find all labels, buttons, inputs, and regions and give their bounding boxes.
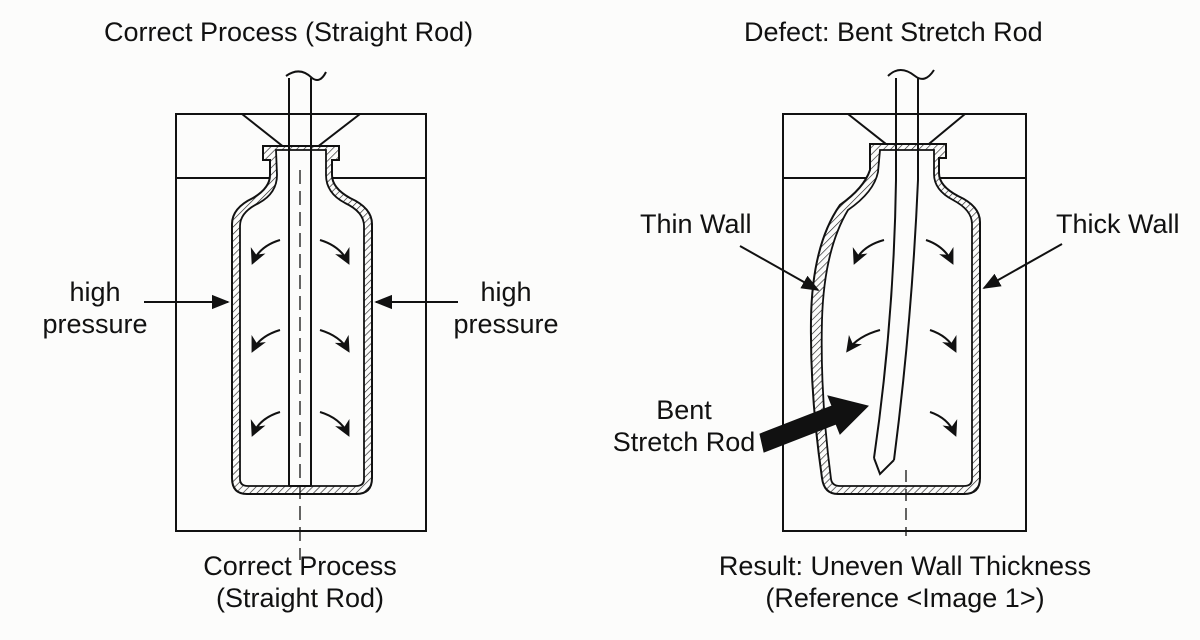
right-caption-line2: (Reference <Image 1>) <box>765 583 1045 614</box>
right-stretch-rod <box>873 69 935 536</box>
right-callout-arrows <box>739 243 1063 291</box>
right-pressure-line1: high <box>480 277 532 307</box>
thick-wall-label: Thick Wall <box>1056 209 1180 239</box>
thin-wall-label: Thin Wall <box>640 209 752 239</box>
left-panel-caption: Correct Process (Straight Rod) <box>180 550 420 615</box>
left-pressure-line1: high <box>69 277 121 307</box>
left-stretch-rod <box>285 70 327 560</box>
right-pressure-label: high pressure <box>450 276 562 341</box>
right-panel-title: Defect: Bent Stretch Rod <box>744 17 1043 47</box>
bent-rod-bold-arrow <box>759 395 869 453</box>
left-panel-title: Correct Process (Straight Rod) <box>104 17 474 47</box>
right-caption-line1: Result: Uneven Wall Thickness <box>718 551 1092 581</box>
left-pressure-label: high pressure <box>40 276 150 341</box>
bent-rod-line2: Stretch Rod <box>612 427 756 458</box>
left-caption-line1: Correct Process <box>203 551 397 581</box>
left-pressure-line2: pressure <box>42 309 148 340</box>
left-caption-line2: (Straight Rod) <box>215 583 385 614</box>
right-pressure-line2: pressure <box>453 309 559 340</box>
right-panel-caption: Result: Uneven Wall Thickness (Reference… <box>690 550 1120 615</box>
bent-rod-line1: Bent <box>656 395 712 425</box>
left-airflow-arrows <box>250 239 350 437</box>
right-mold <box>782 113 1027 532</box>
left-bottle <box>231 145 373 495</box>
bent-rod-label: Bent Stretch Rod <box>604 394 764 459</box>
right-airflow-arrows <box>846 239 958 437</box>
